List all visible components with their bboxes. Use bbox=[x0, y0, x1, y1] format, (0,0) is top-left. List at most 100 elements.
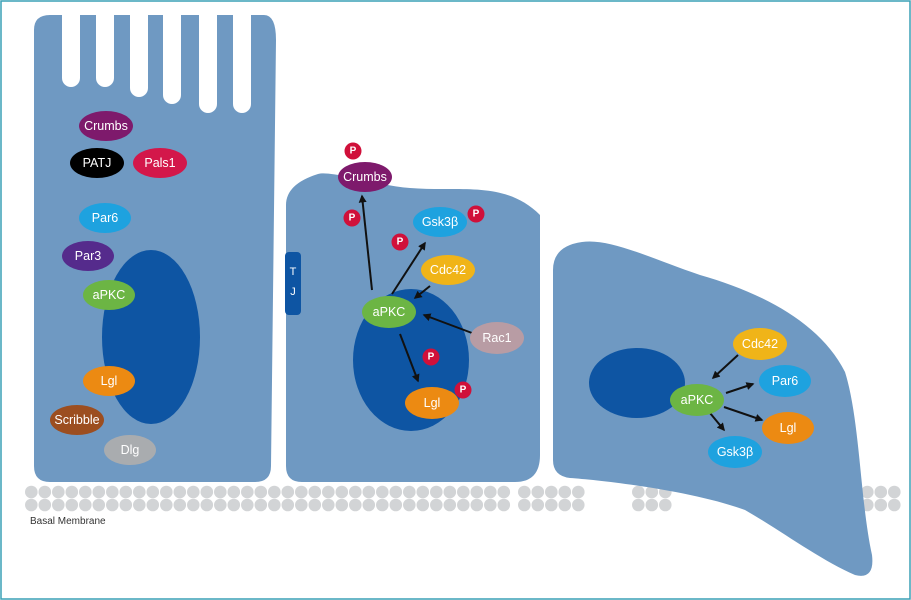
membrane-dot bbox=[888, 499, 901, 512]
membrane-dot bbox=[79, 499, 92, 512]
gsk3b-label-2: Gsk3β bbox=[422, 215, 458, 229]
gsk3b-label-3: Gsk3β bbox=[717, 445, 753, 459]
membrane-dot bbox=[120, 499, 133, 512]
membrane-dot bbox=[349, 486, 362, 499]
membrane-dot bbox=[632, 486, 645, 499]
membrane-dot bbox=[444, 499, 457, 512]
membrane-dot bbox=[403, 486, 416, 499]
membrane-dot bbox=[559, 486, 572, 499]
membrane-dot bbox=[25, 486, 38, 499]
membrane-dot bbox=[106, 486, 119, 499]
tight-junction bbox=[285, 252, 301, 315]
membrane-dot bbox=[518, 499, 531, 512]
membrane-dot bbox=[282, 499, 295, 512]
membrane-dot bbox=[66, 486, 79, 499]
membrane-dot bbox=[559, 499, 572, 512]
membrane-dot bbox=[875, 499, 888, 512]
membrane-dot bbox=[498, 499, 511, 512]
phospho-lgl-label: P bbox=[460, 385, 467, 396]
membrane-dot bbox=[888, 486, 901, 499]
phospho-arrow-lgl-label: P bbox=[428, 352, 435, 363]
membrane-dot bbox=[484, 486, 497, 499]
membrane-dot bbox=[25, 499, 38, 512]
membrane-dot bbox=[349, 499, 362, 512]
membrane-dot bbox=[572, 486, 585, 499]
membrane-dot bbox=[390, 486, 403, 499]
membrane-dot bbox=[430, 486, 443, 499]
apkc-label-2: aPKC bbox=[373, 305, 406, 319]
membrane-dot bbox=[417, 499, 430, 512]
membrane-dot bbox=[39, 499, 52, 512]
dlg-label: Dlg bbox=[121, 443, 140, 457]
rac1-label-2: Rac1 bbox=[482, 331, 511, 345]
par6-label-3: Par6 bbox=[772, 374, 798, 388]
cell-1-nucleus bbox=[102, 250, 200, 424]
membrane-dot bbox=[147, 499, 160, 512]
membrane-dot bbox=[309, 486, 322, 499]
membrane-dot bbox=[484, 499, 497, 512]
membrane-dot bbox=[659, 499, 672, 512]
membrane-dot bbox=[376, 486, 389, 499]
membrane-dot bbox=[201, 499, 214, 512]
membrane-dot bbox=[120, 486, 133, 499]
basal-membrane-label: Basal Membrane bbox=[30, 516, 106, 527]
membrane-dot bbox=[336, 486, 349, 499]
scribble-label: Scribble bbox=[54, 413, 99, 427]
membrane-dot bbox=[174, 486, 187, 499]
par3-label: Par3 bbox=[75, 249, 101, 263]
apkc-label: aPKC bbox=[93, 288, 126, 302]
lgl-label: Lgl bbox=[101, 374, 118, 388]
membrane-dot bbox=[187, 486, 200, 499]
membrane-dot bbox=[471, 499, 484, 512]
membrane-dot bbox=[376, 499, 389, 512]
phospho-crumbs-label: P bbox=[350, 146, 357, 157]
membrane-dot bbox=[322, 499, 335, 512]
lgl-label-3: Lgl bbox=[780, 421, 797, 435]
membrane-dot bbox=[295, 486, 308, 499]
membrane-dot bbox=[632, 499, 645, 512]
membrane-dot bbox=[390, 499, 403, 512]
membrane-dot bbox=[174, 499, 187, 512]
membrane-dot bbox=[133, 499, 146, 512]
membrane-dot bbox=[93, 499, 106, 512]
membrane-dot bbox=[160, 486, 173, 499]
phospho-arrow-crumbs-label: P bbox=[349, 213, 356, 224]
membrane-dot bbox=[160, 499, 173, 512]
membrane-dot bbox=[875, 486, 888, 499]
membrane-dot bbox=[79, 486, 92, 499]
crumbs-label: Crumbs bbox=[84, 119, 128, 133]
membrane-dot bbox=[336, 499, 349, 512]
membrane-dot bbox=[457, 486, 470, 499]
crumbs-label-2: Crumbs bbox=[343, 170, 387, 184]
membrane-dot bbox=[646, 499, 659, 512]
cdc42-label-2: Cdc42 bbox=[430, 263, 466, 277]
par6-label: Par6 bbox=[92, 211, 118, 225]
membrane-dot bbox=[457, 499, 470, 512]
membrane-dot bbox=[545, 486, 558, 499]
membrane-dot bbox=[309, 499, 322, 512]
membrane-dot bbox=[39, 486, 52, 499]
membrane-dot bbox=[498, 486, 511, 499]
membrane-dot bbox=[52, 499, 65, 512]
membrane-dot bbox=[147, 486, 160, 499]
cell-3-nucleus bbox=[589, 348, 685, 418]
membrane-dot bbox=[254, 486, 267, 499]
membrane-dot bbox=[241, 486, 254, 499]
membrane-dot bbox=[282, 486, 295, 499]
tight-junction-j: J bbox=[290, 286, 296, 298]
membrane-dot bbox=[295, 499, 308, 512]
membrane-dot bbox=[66, 499, 79, 512]
membrane-dot bbox=[93, 486, 106, 499]
membrane-dot bbox=[254, 499, 267, 512]
membrane-dot bbox=[444, 486, 457, 499]
membrane-dot bbox=[268, 499, 281, 512]
pals1-label: Pals1 bbox=[144, 156, 175, 170]
membrane-dot bbox=[417, 486, 430, 499]
cdc42-label-3: Cdc42 bbox=[742, 337, 778, 351]
membrane-dot bbox=[363, 499, 376, 512]
membrane-dot bbox=[363, 486, 376, 499]
membrane-dot bbox=[322, 486, 335, 499]
membrane-dot bbox=[133, 486, 146, 499]
